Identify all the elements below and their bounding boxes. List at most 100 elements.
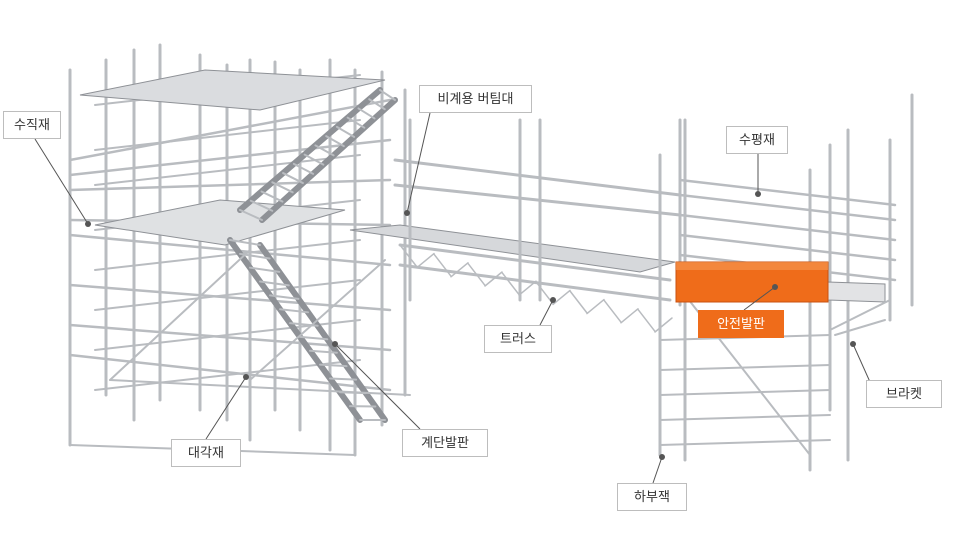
stair-step [357,107,376,120]
truss-web [450,262,469,278]
leader-vertical [34,138,89,225]
truss-web [433,253,452,277]
truss-chord [398,243,672,282]
stair-stringer [227,237,363,423]
leader-lines [34,112,871,484]
horizontal-member [678,213,897,242]
truss-web [654,317,673,333]
leader-diagonal-dot [243,374,249,380]
stair-stringer [257,242,388,423]
label-diagonal: 대각재 [171,439,241,467]
truss-web [569,290,588,314]
truss-web [416,252,435,269]
leader-bracket-dot [850,341,856,347]
label-stair-deck: 계단발판 [402,429,488,457]
stair-step [282,172,304,185]
stair-step [271,181,294,194]
stair-step [289,322,319,327]
top-deck [79,69,386,111]
label-bracing: 비계용 버팀대 [419,85,532,113]
leader-horizontal-dot [755,191,761,197]
leader-safety-deck [743,286,776,311]
leader-bracket [852,343,871,383]
stair-step [368,98,386,111]
stair-step [335,125,356,138]
truss-web [620,308,639,324]
scaffold-structure [68,43,914,472]
stair-step [279,308,310,314]
stair-step [329,377,358,381]
truss-web [501,271,520,296]
stair-step [269,294,300,300]
horizontal-member [678,233,897,262]
horizontal-member [68,98,392,162]
horizontal-member [68,138,392,177]
leader-base-jack-dot [659,454,665,460]
label-base-jack: 하부잭 [617,483,687,511]
leader-truss-dot [550,297,556,303]
stair-step [260,190,284,203]
leader-bracing [406,112,431,214]
truss-web [637,308,656,333]
horizontal-member [94,279,361,311]
leader-truss [539,299,554,326]
truss-web [603,299,622,323]
label-safety-deck: 안전발판 [698,310,784,338]
truss-web [552,289,571,306]
stair-step [249,266,281,273]
bracket-deck [827,281,886,303]
stair-stringer [237,87,383,213]
horizontal-member [678,193,897,222]
bracket-member [829,299,891,331]
stair-step [249,199,274,212]
stair-step [319,363,348,368]
stair-step [229,239,261,246]
truss-web [518,280,537,296]
leader-safety-deck-dot [772,284,778,290]
stair-step [325,135,345,148]
label-vertical: 수직재 [3,111,61,139]
truss-web [586,298,605,315]
stair-stringer [259,97,398,223]
horizontal-member [393,183,682,217]
stair-step [239,209,263,221]
leader-base-jack [652,456,663,484]
diagonal-member [249,259,386,381]
label-bracket: 브라켓 [866,380,942,408]
stair-step [379,89,396,101]
horizontal-member [68,323,392,352]
horizontal-member [659,439,831,446]
horizontal-member [94,119,361,151]
stair-step [346,116,366,129]
label-horizontal: 수평재 [726,126,788,154]
stair-step [259,280,290,287]
bridge-deck [349,224,676,273]
stair-step [309,349,338,354]
label-truss: 트러스 [484,325,552,353]
horizontal-member [68,283,392,312]
leader-diagonal [205,376,247,440]
stair-step [299,335,329,341]
safety-deck-highlight-shade [676,262,828,270]
stair-step [303,153,325,166]
horizontal-member [659,364,831,371]
leader-bracing-dot [404,210,410,216]
horizontal-member [68,233,392,267]
leader-stair-deck-dot [332,341,338,347]
truss-web [467,262,486,287]
horizontal-member [94,359,361,391]
horizontal-member [659,389,831,396]
horizontal-member [659,414,831,421]
stair-step [314,144,335,157]
middle-deck [94,199,346,246]
horizontal-member [68,178,392,192]
base-member [109,379,411,396]
horizontal-member [94,239,361,271]
leader-vertical-dot [85,221,91,227]
bracket-member [834,319,886,336]
horizontal-member [393,158,682,197]
truss-web [484,271,503,287]
leader-stair-deck [334,343,421,430]
horizontal-member [678,178,897,207]
